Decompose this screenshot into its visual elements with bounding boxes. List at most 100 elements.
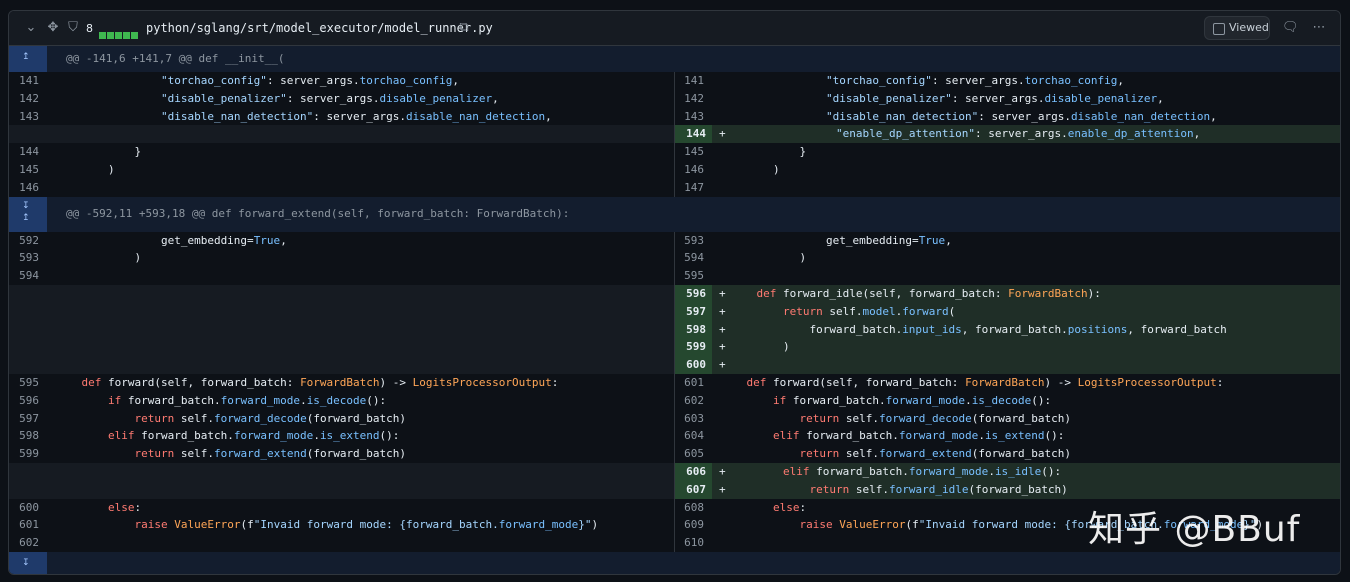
empty-left: [9, 463, 674, 481]
code-right: return self.model.forward(: [782, 304, 956, 318]
line-number-left[interactable]: 599: [19, 447, 39, 461]
split-divider: [674, 391, 675, 410]
line-number-right[interactable]: 597: [674, 302, 712, 321]
line-number-right[interactable]: 600: [674, 356, 712, 374]
added-sign: +: [719, 340, 726, 354]
code-left: }: [55, 145, 142, 159]
line-number-left[interactable]: 602: [19, 536, 39, 550]
comment-icon[interactable]: 🗨: [1282, 20, 1299, 35]
line-number-right[interactable]: 146: [684, 163, 704, 176]
code-left: "torchao_config": server_args.torchao_co…: [160, 74, 459, 87]
line-number-left[interactable]: 146: [19, 180, 39, 194]
line-number-left[interactable]: 598: [19, 429, 39, 443]
line-number-right[interactable]: 610: [684, 536, 704, 550]
line-number-right[interactable]: 594: [684, 251, 704, 265]
split-divider: [674, 516, 675, 535]
diff-row: 606+ elif forward_batch.forward_mode.is_…: [9, 463, 1340, 481]
added-sign: +: [719, 287, 726, 300]
hunk-header-text: @@ -592,11 +593,18 @@ def forward_extend…: [66, 207, 570, 221]
shield-icon[interactable]: ⛉: [68, 20, 78, 35]
code-left: "disable_penalizer": server_args.disable…: [160, 91, 499, 105]
diff-row: 607+ return self.forward_idle(forward_ba…: [9, 480, 1340, 499]
line-number-right[interactable]: 609: [684, 518, 704, 532]
line-number-right[interactable]: 608: [684, 500, 704, 514]
line-number-right[interactable]: 141: [684, 74, 704, 87]
split-divider: [674, 427, 675, 446]
split-divider: [674, 231, 675, 250]
line-number-right[interactable]: 601: [684, 376, 704, 389]
line-number-left[interactable]: 594: [19, 269, 39, 283]
line-number-left[interactable]: 596: [19, 393, 39, 407]
added-line: [674, 338, 1340, 357]
line-number-right[interactable]: 599: [674, 338, 712, 357]
split-divider: [674, 498, 675, 517]
code-left: return self.forward_decode(forward_batch…: [134, 411, 407, 425]
line-number-right[interactable]: 595: [684, 269, 704, 283]
added-line: [674, 463, 1340, 481]
split-divider: [674, 320, 675, 339]
expand-button[interactable]: ↧: [9, 552, 47, 574]
line-number-right[interactable]: 607: [674, 480, 712, 499]
line-number-right[interactable]: 593: [684, 233, 704, 247]
line-number-right[interactable]: 144: [674, 125, 712, 144]
viewed-checkbox[interactable]: Viewed: [1204, 16, 1270, 40]
expand-button[interactable]: ↧↥: [9, 196, 47, 232]
code-right: "enable_dp_attention": server_args.enabl…: [835, 127, 1201, 141]
diff-row: 602 610: [9, 534, 1340, 552]
watermark: 知乎 @BBuf: [1088, 509, 1301, 550]
line-number-right[interactable]: 605: [684, 447, 704, 461]
line-number-left[interactable]: 600: [19, 500, 39, 514]
code-right: ): [720, 163, 780, 176]
code-right: return self.forward_decode(forward_batch…: [799, 411, 1072, 425]
split-divider: [674, 107, 675, 126]
code-left: get_embedding=True,: [55, 233, 287, 247]
empty-left: [9, 285, 674, 303]
line-number-left[interactable]: 141: [19, 74, 39, 87]
code-left: ): [55, 251, 142, 265]
line-number-left[interactable]: 593: [19, 251, 39, 265]
line-number-right[interactable]: 143: [684, 109, 704, 123]
line-number-left[interactable]: 595: [19, 376, 39, 389]
line-number-left[interactable]: 592: [19, 233, 39, 247]
split-divider: [674, 249, 675, 268]
diff-row: 599 605 return self.forward_extend(forwar…: [9, 445, 1340, 463]
line-number-right[interactable]: 147: [684, 180, 704, 194]
line-number-right[interactable]: 142: [684, 91, 704, 105]
hunk-header: ↧↥ @@ -592,11 +593,18 @@ def forward_exte…: [9, 196, 1340, 232]
move-icon[interactable]: ✥: [47, 20, 59, 35]
line-number-right[interactable]: 596: [674, 285, 712, 303]
expand-button[interactable]: ↥: [9, 46, 47, 72]
diff-row: 597+ return self.model.forward(: [9, 302, 1340, 321]
code-right: if forward_batch.forward_mode.is_decode(…: [772, 393, 1052, 407]
split-divider: [674, 409, 675, 428]
line-number-left[interactable]: 145: [19, 163, 39, 176]
line-number-right[interactable]: 603: [684, 411, 704, 425]
kebab-icon[interactable]: ⋯: [1312, 20, 1326, 35]
code-left: elif forward_batch.forward_mode.is_exten…: [107, 429, 400, 443]
split-divider: [674, 374, 675, 392]
line-number-left[interactable]: 143: [19, 109, 39, 123]
copy-icon[interactable]: ⧉: [459, 20, 469, 35]
line-number-left[interactable]: 142: [19, 91, 39, 105]
file-path[interactable]: python/sglang/srt/model_executor/model_r…: [146, 21, 493, 35]
empty-left: [9, 356, 674, 374]
chevron-down-icon[interactable]: ⌄: [25, 20, 37, 35]
added-sign: +: [719, 465, 726, 478]
added-sign: +: [719, 127, 726, 141]
added-sign: +: [719, 358, 726, 372]
line-number-right[interactable]: 606: [674, 463, 712, 481]
change-count: 8: [86, 22, 93, 35]
line-number-left[interactable]: 144: [19, 145, 39, 159]
diff-row: 142 142 "disable_penalizer": server_args.…: [9, 89, 1340, 108]
line-number-left[interactable]: 597: [19, 411, 39, 425]
line-number-right[interactable]: 602: [684, 393, 704, 407]
hunk-header: ↧: [9, 552, 1340, 574]
code-left: return self.forward_extend(forward_batch…: [134, 447, 407, 461]
line-number-right[interactable]: 598: [674, 320, 712, 339]
line-number-left[interactable]: 601: [19, 518, 39, 532]
line-number-right[interactable]: 145: [684, 145, 704, 159]
line-number-right[interactable]: 604: [684, 429, 704, 443]
empty-left: [9, 338, 674, 357]
